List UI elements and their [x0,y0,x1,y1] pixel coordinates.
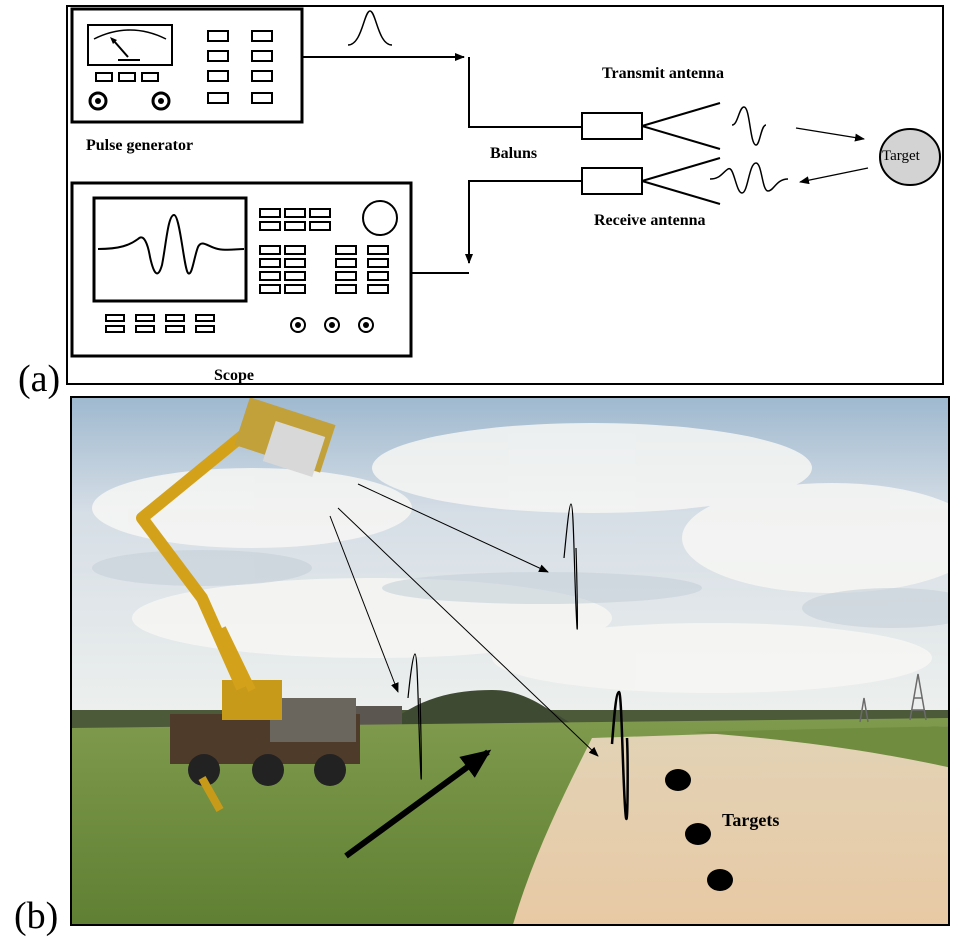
targets-label: Targets [722,810,780,830]
received-wavelet-icon [709,162,789,194]
target-marker [665,769,691,791]
pulse-generator-instrument [70,7,304,124]
scope-button-grid [259,208,389,294]
target-label: Target [882,148,920,164]
knob-icon [151,91,171,111]
schematic-drawing [70,7,941,358]
pylon-icon [859,673,927,723]
scope-screen [92,196,248,303]
knob-icon [88,91,108,111]
panel-label-b: (b) [14,895,59,937]
panel-a-schematic: Pulse generator Scope Baluns Transmit an… [66,5,944,385]
transmit-antenna-icon [641,102,721,150]
return-arrow [799,167,869,185]
pulse-wavelet-icon [610,690,629,821]
sand-track [513,726,948,924]
pulse-generator-label: Pulse generator [86,137,194,154]
receive-antenna-label: Receive antenna [594,212,706,229]
scope-instrument [70,181,413,358]
radiation-rays [329,483,599,757]
gaussian-pulse-icon [347,10,393,46]
transmitted-wavelet-icon [731,106,767,146]
baluns-label: Baluns [490,145,538,162]
button-grid [207,30,273,104]
button-row [95,72,159,82]
target-marker [707,869,733,891]
transmit-signal-path [302,53,582,128]
target-circle [879,128,941,186]
scope-bottom-buttons [105,314,215,333]
panel-label-a: (a) [18,358,61,400]
pulse-wavelet-icon [407,653,423,780]
receive-antenna-icon [641,157,721,205]
cloud-shadows [92,550,948,628]
scope-label: Scope [214,367,254,384]
transmit-antenna-label: Transmit antenna [602,65,724,82]
crane-truck-icon [136,398,360,812]
receive-signal-path [411,180,582,274]
panel-b-field-photo: Targets [70,396,950,926]
grass-patch [692,726,948,768]
meter-icon [87,24,173,66]
direction-arrow [344,749,492,859]
receive-balun [581,167,643,195]
scope-waveform [97,213,245,275]
scope-connector-icons [290,317,374,333]
pulse-wavelet-icon [563,503,579,630]
transmit-balun [581,112,643,140]
scope-large-knob-icon [362,200,398,236]
field-scene [72,398,948,924]
target-marker [685,823,711,845]
outgoing-arrow [795,127,865,142]
